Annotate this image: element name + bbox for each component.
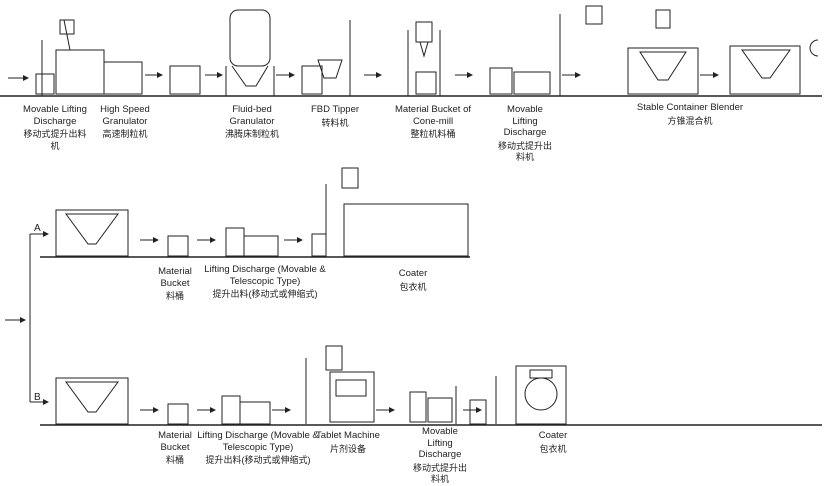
bucket-b xyxy=(167,403,189,425)
movable-lifting-discharge-machine-2 xyxy=(489,5,603,96)
misc-equipment-b xyxy=(469,399,487,425)
cone-mill-bucket-machine xyxy=(407,21,441,96)
branch-b-tag: B xyxy=(34,392,41,403)
coater-b xyxy=(495,365,567,425)
fluid-bed-granulator-machine xyxy=(225,9,275,96)
stable-container-blender-machine xyxy=(627,9,699,95)
high-speed-granulator-machine xyxy=(55,19,143,95)
stable-container-blender-machine-2 xyxy=(729,39,819,95)
branch-a-tag: A xyxy=(34,223,41,234)
lifting-discharge-b xyxy=(221,395,271,425)
branch-connector xyxy=(5,231,49,405)
bucket-a xyxy=(167,235,189,257)
lifting-discharge-a xyxy=(225,227,279,257)
movable-lifting-discharge-b xyxy=(409,386,457,424)
blender-a xyxy=(55,209,129,257)
fbd-tipper-machine xyxy=(301,20,351,96)
label-a-lifting-discharge: Lifting Discharge (Movable & Telescopic … xyxy=(204,264,326,299)
material-bucket-machine xyxy=(169,65,201,95)
blender-b xyxy=(55,377,129,425)
coater-a xyxy=(311,167,469,257)
tablet-machine xyxy=(305,345,375,424)
label-b-lifting-discharge: Lifting Discharge (Movable & Telescopic … xyxy=(197,430,319,465)
movable-lifting-discharge-machine xyxy=(35,19,75,96)
flow-arrows xyxy=(8,72,719,413)
